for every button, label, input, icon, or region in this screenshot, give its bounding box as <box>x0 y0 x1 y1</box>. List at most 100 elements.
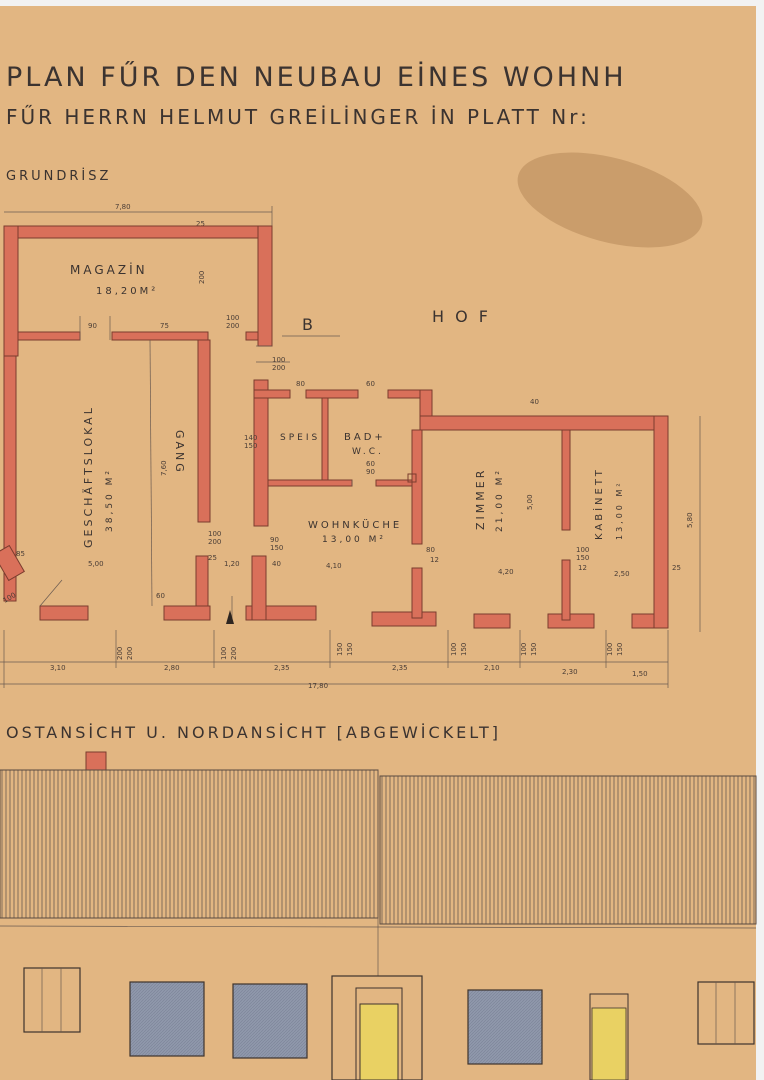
wall-east <box>653 415 669 629</box>
room-geschaeftslokal-name: GESCHÄFTSLOKAL <box>82 405 95 548</box>
room-magazin-area: 18,20M² <box>96 286 158 297</box>
svg-text:150: 150 <box>530 643 538 656</box>
roof-right <box>379 775 757 925</box>
dim-geschaeft-width: 5,00 <box>88 560 104 568</box>
dim-small-corner: 85 <box>16 550 25 558</box>
chimney-elevation <box>85 751 107 771</box>
paper-stain <box>517 152 703 248</box>
wall-magazin-east <box>257 225 273 347</box>
wall-magazin-south-3 <box>245 331 259 341</box>
svg-text:2,80: 2,80 <box>164 664 180 672</box>
dimension-chain-ticks <box>3 630 669 688</box>
svg-text:150: 150 <box>616 643 624 656</box>
svg-text:100: 100 <box>520 643 528 656</box>
dim-passage-1: 100 <box>272 356 285 364</box>
entrance-portal <box>331 975 423 1080</box>
dim-gang-opening-1: 100 <box>208 530 221 538</box>
wall-corner-sw <box>0 544 25 582</box>
dim-bad-opening-1: 60 <box>366 460 375 468</box>
svg-text:100: 100 <box>220 647 228 660</box>
dim-north-wall: 40 <box>530 398 539 406</box>
dim-zimmer-width: 4,20 <box>498 568 514 576</box>
dim-zimmer-height: 5,00 <box>526 494 534 510</box>
dim-door-wohn-1: 90 <box>270 536 279 544</box>
dim-opening-a: 90 <box>88 322 97 330</box>
wall-magazin-south-2 <box>111 331 209 341</box>
dim-speis-opening-1: 140 <box>244 434 257 442</box>
dim-magazin-open-1: 100 <box>226 314 239 322</box>
svg-text:150: 150 <box>336 643 344 656</box>
room-speis-name: SPEIS <box>280 433 320 443</box>
dim-right-height: 5,80 <box>686 512 694 528</box>
window-right-1 <box>467 989 543 1065</box>
wall-wohn-west-upper <box>253 379 269 527</box>
svg-text:200: 200 <box>230 647 238 660</box>
room-wohnkueche-area: 13,00 M² <box>322 535 386 545</box>
dim-magazin-open-2: 200 <box>226 322 239 330</box>
wall-zimmer-north <box>419 415 669 431</box>
wall-west-upper <box>3 225 19 357</box>
wall-wohn-west-lower <box>251 555 267 621</box>
wall-speis-bad <box>321 397 329 483</box>
svg-text:2,30: 2,30 <box>562 668 578 676</box>
room-zimmer-area: 21,00 M² <box>495 468 505 532</box>
wall-south-2 <box>163 605 211 621</box>
wall-west-lower <box>3 355 17 602</box>
svg-text:2,10: 2,10 <box>484 664 500 672</box>
room-gang-name: GANG <box>173 430 186 475</box>
svg-text:150: 150 <box>460 643 468 656</box>
floor-plan: 7,80 25 <box>0 203 701 690</box>
room-kabinett-area: 13,00 M² <box>615 480 624 540</box>
dim-east-wall: 25 <box>672 564 681 572</box>
dim-bad-opening-2: 90 <box>366 468 375 476</box>
dim-gang-thickness: 25 <box>208 554 217 562</box>
bottom-segment-dims: 3,10 2,80 2,35 2,35 2,10 2,30 1,50 <box>50 664 648 678</box>
room-wohnkueche-name: WOHNKÜCHE <box>308 518 402 531</box>
wall-zimmer-kabinett-lower <box>561 559 571 621</box>
svg-text:1,50: 1,50 <box>632 670 648 678</box>
room-magazin-name: MAGAZİN <box>70 262 148 277</box>
scan-right-edge <box>756 0 764 1080</box>
dim-top-width: 7,80 <box>115 203 131 211</box>
window-triple-left <box>23 967 81 1033</box>
svg-text:3,10: 3,10 <box>50 664 66 672</box>
dim-kueche-opening-1: 80 <box>426 546 435 554</box>
scan-top-edge <box>0 0 764 6</box>
wall-gang-west <box>197 339 211 523</box>
dim-kab-opening-2: 150 <box>576 554 589 562</box>
plan-subtitle: FŰR HERRN HELMUT GREİLİNGER İN PLATT Nr: <box>6 105 590 129</box>
dim-stair: 40 <box>272 560 281 568</box>
dim-gang-opening-2: 200 <box>208 538 221 546</box>
wall-south-4 <box>371 611 437 627</box>
room-bad-line1: BAD+ <box>344 432 386 443</box>
bottom-opening-dims: 200 200 100 200 150 150 100 150 100 150 … <box>116 643 624 660</box>
wall-zimmer-kabinett <box>561 429 571 531</box>
svg-text:200: 200 <box>126 647 134 660</box>
wall-speis-south <box>267 479 353 487</box>
entrance-door <box>359 1003 399 1080</box>
dim-passage-2: 200 <box>272 364 285 372</box>
svg-text:100: 100 <box>606 643 614 656</box>
wall-magazin-south-1 <box>17 331 81 341</box>
wall-south-1 <box>39 605 89 621</box>
wall-north <box>3 225 273 239</box>
chimney <box>407 473 417 483</box>
courtyard-label: H O F <box>432 307 491 326</box>
elevation-drawing <box>0 751 757 1080</box>
entrance-frame <box>355 987 403 1080</box>
dim-speis-opening-2: 150 <box>244 442 257 450</box>
wall-south-6 <box>547 613 595 629</box>
plan-title: PLAN FŰR DEN NEUBAU EİNES WOHNH <box>6 61 627 93</box>
side-door-frame <box>589 993 629 1080</box>
wall-kueche-zimmer <box>411 429 423 545</box>
dim-gang-width: 1,20 <box>224 560 240 568</box>
dim-kueche-opening-2: 12 <box>430 556 439 564</box>
wall-speis-north-2 <box>305 389 359 399</box>
entrance-arrow-icon <box>226 610 234 624</box>
room-geschaeftslokal-area: 38,50 M² <box>105 468 115 532</box>
shop-window-1 <box>129 981 205 1057</box>
courtyard-marker: B <box>302 315 316 334</box>
dim-opening-b: 75 <box>160 322 169 330</box>
dim-north-opening-2: 60 <box>366 380 375 388</box>
